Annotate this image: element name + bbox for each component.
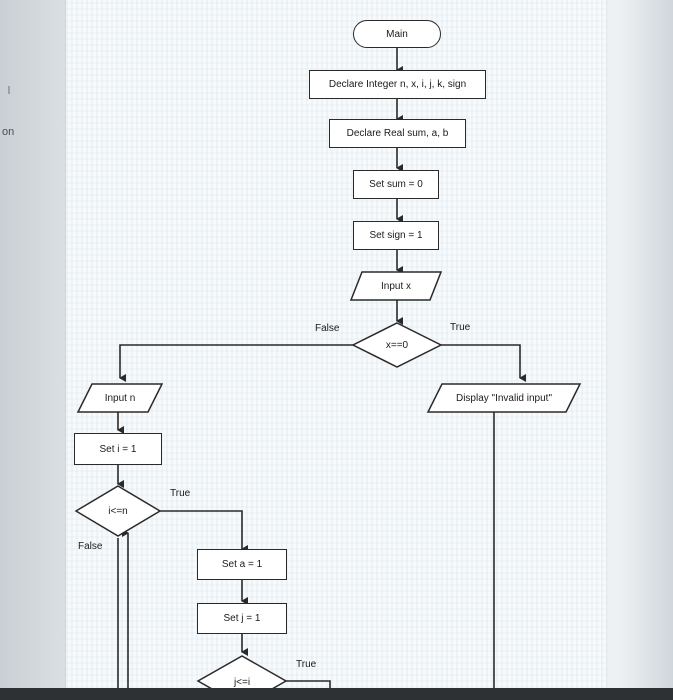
- screen-bottom-edge: [0, 688, 673, 700]
- sidebar-mark: [8, 86, 10, 94]
- flowchart-page: [66, 0, 606, 688]
- declare-integer-box: Declare Integer n, x, i, j, k, sign: [309, 70, 486, 99]
- decision-x-false-label: False: [315, 323, 340, 334]
- declare-real-box: Declare Real sum, a, b: [329, 119, 466, 148]
- display-invalid-label: Display "Invalid input": [455, 392, 553, 404]
- decision-i-false-label: False: [78, 541, 103, 552]
- set-i-box: Set i = 1: [74, 433, 162, 465]
- input-n-label: Input n: [104, 392, 136, 404]
- arrow-true-to-set-a: [160, 510, 248, 553]
- set-a-box: Set a = 1: [197, 549, 287, 580]
- input-x-label: Input x: [380, 280, 412, 292]
- decision-i-true-label: True: [170, 488, 191, 499]
- arrow-true-to-display: [441, 344, 526, 382]
- decision-j-label: j<=i: [233, 676, 251, 688]
- decision-j-true-label: True: [296, 659, 317, 670]
- sidebar-partial-text: on: [2, 126, 15, 138]
- set-j-box: Set j = 1: [197, 603, 287, 634]
- set-sign-box: Set sign = 1: [353, 221, 439, 250]
- decision-x-label: x==0: [385, 339, 409, 351]
- main-terminator: Main: [353, 20, 441, 48]
- decision-x-true-label: True: [450, 322, 471, 333]
- arrow-false-to-input-n: [119, 344, 353, 382]
- set-sum-box: Set sum = 0: [353, 170, 439, 199]
- decision-i-label: i<=n: [108, 505, 128, 517]
